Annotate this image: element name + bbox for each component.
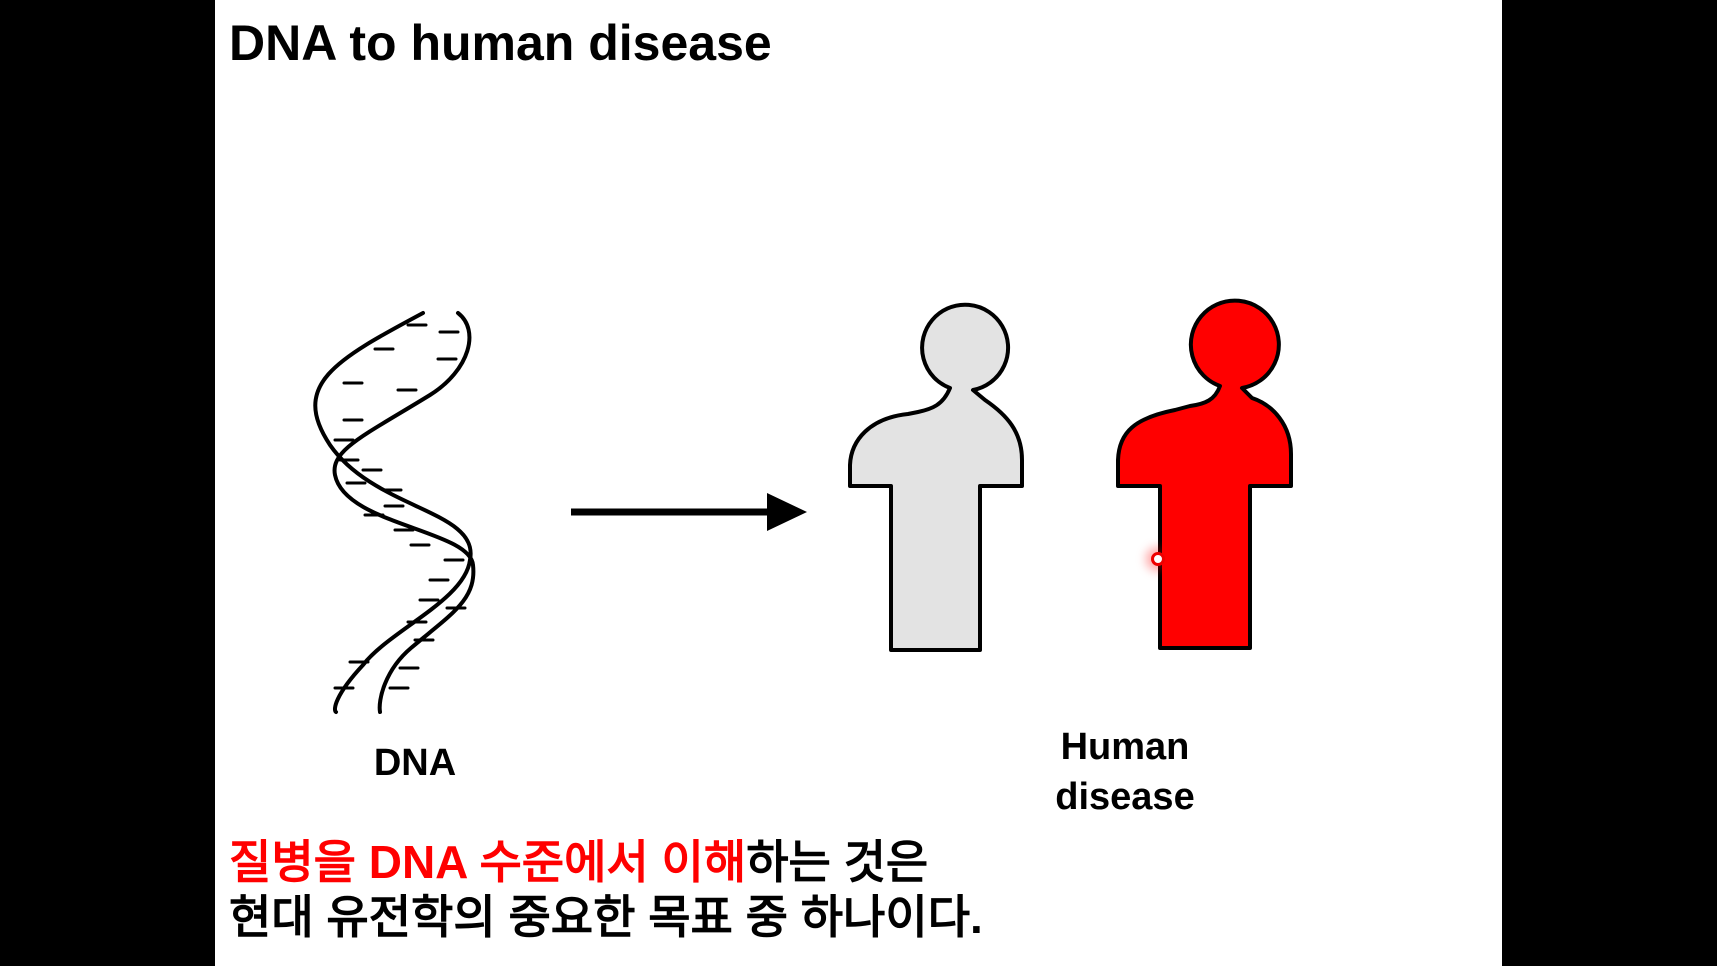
healthy-person-icon xyxy=(848,302,1024,652)
caption-line-1-rest: 하는 것은 xyxy=(746,836,929,888)
slide-diagram xyxy=(313,298,1293,714)
caption-line-2: 현대 유전학의 중요한 목표 중 하나이다. xyxy=(229,891,983,943)
right-letterbox xyxy=(1502,0,1717,966)
human-disease-label-line2: disease xyxy=(1055,776,1195,818)
dna-label: DNA xyxy=(373,742,457,784)
slide-caption: 질병을 DNA 수준에서 이해하는 것은 현대 유전학의 중요한 목표 중 하나… xyxy=(229,835,983,945)
diseased-person-icon xyxy=(1116,298,1293,650)
dna-helix-icon xyxy=(313,311,476,714)
caption-line-1: 질병을 DNA 수준에서 이해하는 것은 xyxy=(229,835,983,890)
diseased-person-shape xyxy=(1116,298,1293,650)
human-disease-label-line1: Human xyxy=(1060,726,1190,768)
caption-highlight: 질병을 DNA 수준에서 이해 xyxy=(229,836,747,888)
slide: DNA to human disease xyxy=(215,0,1502,966)
slide-title: DNA to human disease xyxy=(229,15,772,71)
arrow-right-icon xyxy=(571,493,807,531)
healthy-person-shape xyxy=(848,302,1024,652)
laser-pointer-dot xyxy=(1151,552,1165,566)
human-disease-label: Human disease xyxy=(1045,722,1205,822)
